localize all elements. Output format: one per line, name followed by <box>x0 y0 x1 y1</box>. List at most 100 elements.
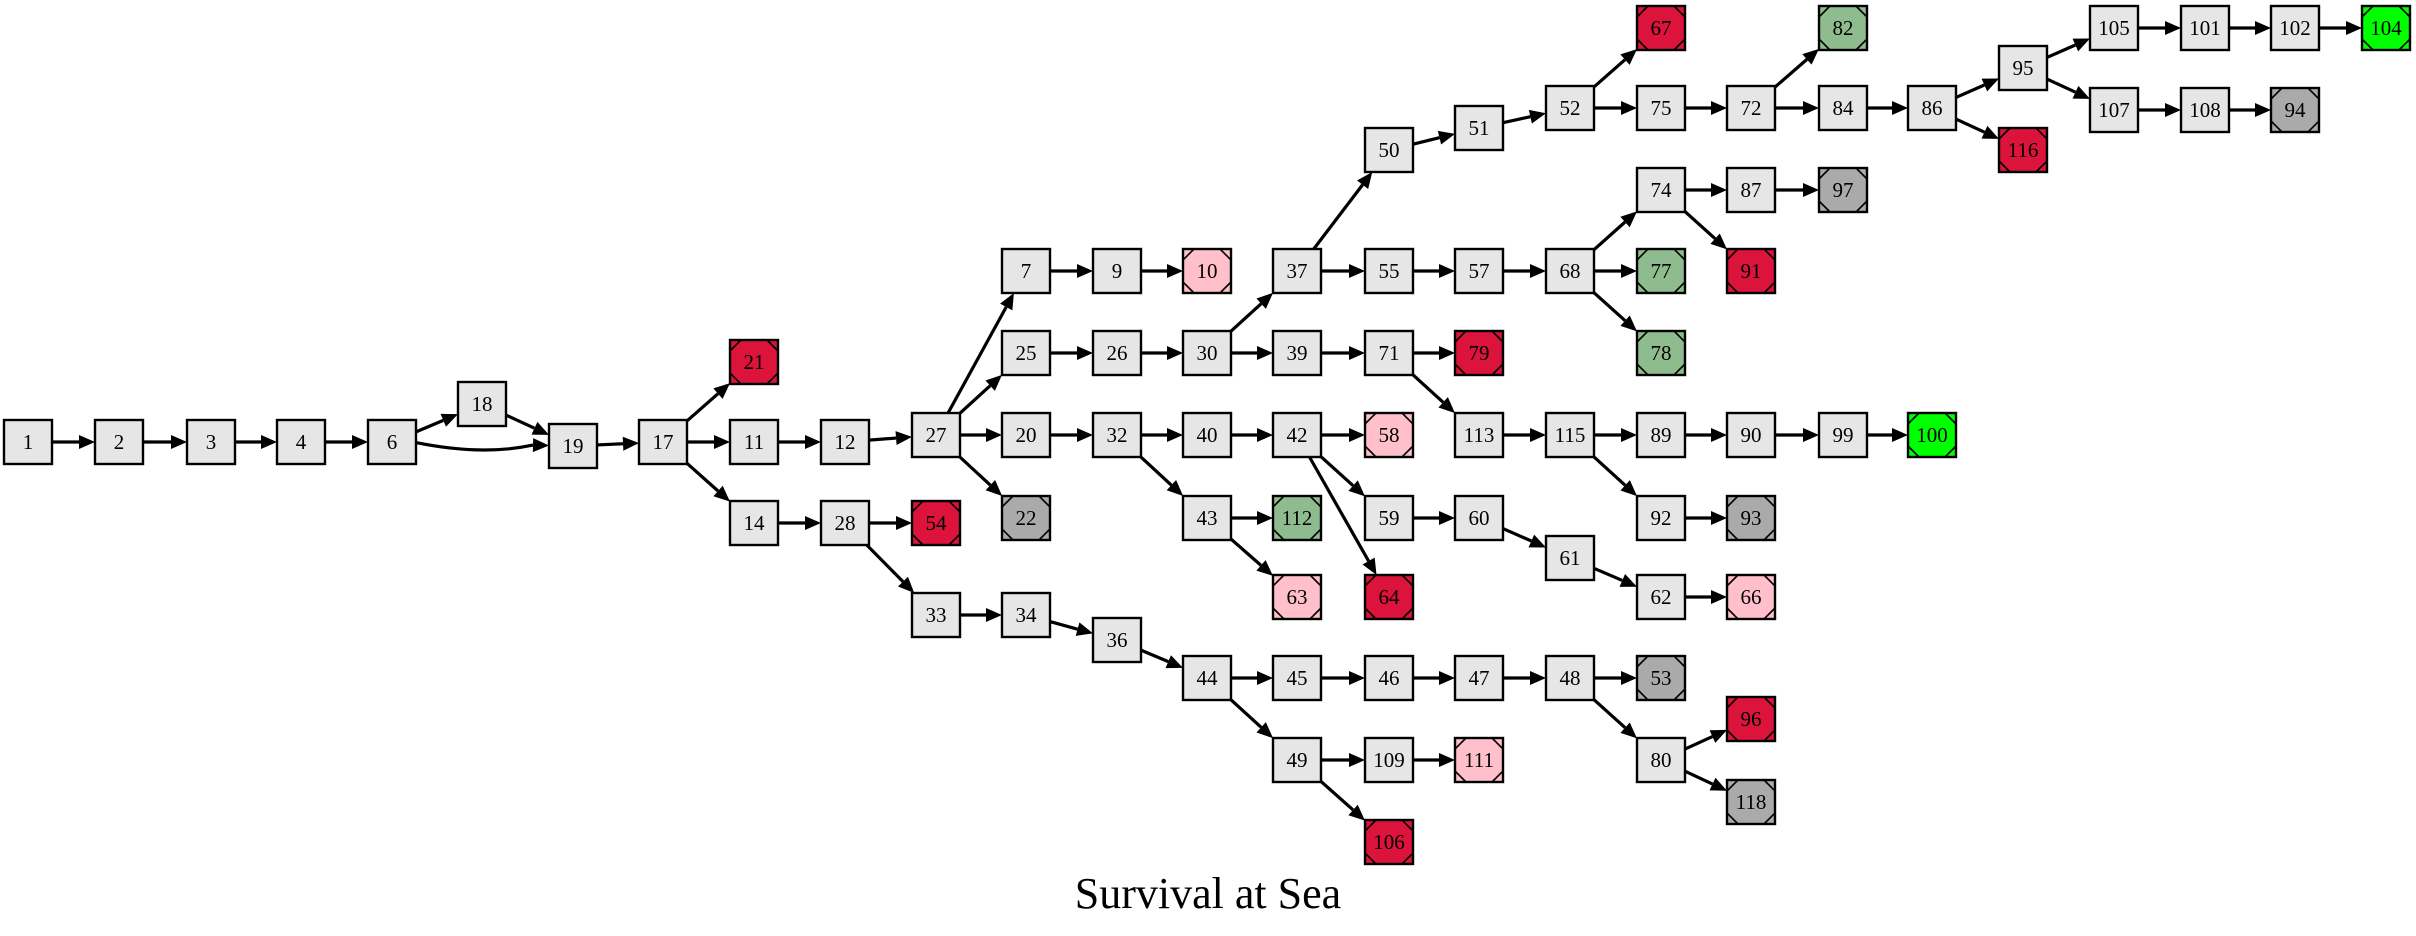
node-label: 28 <box>835 511 856 535</box>
node-label: 7 <box>1021 259 1032 283</box>
edge-57-68 <box>1503 264 1546 278</box>
edge-108-94 <box>2229 103 2271 117</box>
passage-node: 105 <box>2088 4 2140 52</box>
node-label: 48 <box>1560 666 1581 690</box>
octagon-corner <box>1763 528 1776 541</box>
node-box <box>2269 4 2321 52</box>
passage-node: 72 <box>1725 84 1777 132</box>
node-box <box>728 499 780 547</box>
edge-28-54 <box>869 516 912 530</box>
octagon-corner <box>1673 688 1686 701</box>
edge-74-91 <box>1683 210 1727 250</box>
node-label: 78 <box>1651 341 1672 365</box>
edge-61-62 <box>1593 566 1637 587</box>
edge-7-9 <box>1050 264 1093 278</box>
passage-node: 95 <box>1997 44 2049 92</box>
node-label: 95 <box>2013 56 2034 80</box>
passage-node: 40 <box>1181 411 1233 459</box>
octagon-corner <box>1309 574 1322 587</box>
ending-node: 21 <box>728 338 780 386</box>
octagon-corner <box>1763 574 1776 587</box>
octagon-corner <box>2361 38 2374 51</box>
octagon-corner <box>1726 812 1739 825</box>
passage-node: 37 <box>1271 247 1323 295</box>
node-box <box>910 499 962 547</box>
octagon-corner <box>1818 167 1831 180</box>
passage-node: 17 <box>637 418 689 466</box>
octagon-corner <box>729 339 742 352</box>
node-label: 49 <box>1287 748 1308 772</box>
ending-node: 10 <box>1181 247 1233 295</box>
node-box <box>1635 573 1687 621</box>
node-label: 52 <box>1560 96 1581 120</box>
node-label: 44 <box>1197 666 1219 690</box>
node-box <box>1725 573 1777 621</box>
passage-node: 47 <box>1453 654 1505 702</box>
node-label: 101 <box>2189 16 2221 40</box>
edge-115-89 <box>1594 428 1637 442</box>
edge-109-111 <box>1413 753 1455 767</box>
octagon-corner <box>1673 248 1686 261</box>
node-box <box>2360 4 2412 52</box>
passage-node: 14 <box>728 499 780 547</box>
node-label: 74 <box>1651 178 1673 202</box>
node-label: 91 <box>1741 259 1762 283</box>
node-box <box>1906 411 1958 459</box>
node-box <box>1906 84 1958 132</box>
octagon-corner <box>1038 528 1051 541</box>
node-label: 21 <box>744 350 765 374</box>
node-label: 47 <box>1469 666 1490 690</box>
octagon-corner <box>1219 248 1232 261</box>
edge-27-25 <box>958 374 1002 415</box>
node-box <box>1000 329 1052 377</box>
octagon-corner <box>2361 5 2374 18</box>
octagon-corner <box>1855 38 1868 51</box>
edge-42-64 <box>1308 456 1377 575</box>
node-label: 104 <box>2370 16 2402 40</box>
node-label: 54 <box>926 511 948 535</box>
edge-74-87 <box>1685 183 1727 197</box>
node-box <box>1725 778 1777 826</box>
node-box <box>1363 818 1415 866</box>
node-box <box>1544 534 1596 582</box>
edge-17-11 <box>687 435 730 449</box>
node-box <box>1181 654 1233 702</box>
edge-19-17 <box>596 436 639 451</box>
node-box <box>1635 84 1687 132</box>
edge-37-50 <box>1312 172 1373 250</box>
node-label: 25 <box>1016 341 1037 365</box>
node-box <box>1271 247 1323 295</box>
ending-node: 66 <box>1725 573 1777 621</box>
octagon-corner <box>1673 38 1686 51</box>
edge-75-72 <box>1685 101 1727 115</box>
edge-113-115 <box>1503 428 1546 442</box>
node-label: 96 <box>1741 707 1762 731</box>
passage-node: 57 <box>1453 247 1505 295</box>
octagon-corner <box>1726 729 1739 742</box>
edge-68-78 <box>1592 291 1637 332</box>
passage-node: 59 <box>1363 494 1415 542</box>
node-label: 27 <box>926 423 947 447</box>
node-label: 97 <box>1833 178 1854 202</box>
node-box <box>2269 86 2321 134</box>
passage-node: 36 <box>1091 616 1143 664</box>
octagon-corner <box>1818 5 1831 18</box>
passage-node: 27 <box>910 411 962 459</box>
node-box <box>2179 4 2231 52</box>
octagon-corner <box>1636 248 1649 261</box>
passage-node: 102 <box>2269 4 2321 52</box>
node-label: 111 <box>1464 748 1494 772</box>
passage-node: 55 <box>1363 247 1415 295</box>
edge-40-42 <box>1231 428 1273 442</box>
node-box <box>910 411 962 459</box>
node-box <box>1363 494 1415 542</box>
node-box <box>1997 44 2049 92</box>
octagon-corner <box>1454 737 1467 750</box>
node-box <box>637 418 689 466</box>
edge-107-108 <box>2138 103 2181 117</box>
edge-44-49 <box>1229 698 1273 739</box>
node-box <box>1635 494 1687 542</box>
edge-39-71 <box>1321 346 1365 360</box>
edge-101-102 <box>2229 21 2271 35</box>
